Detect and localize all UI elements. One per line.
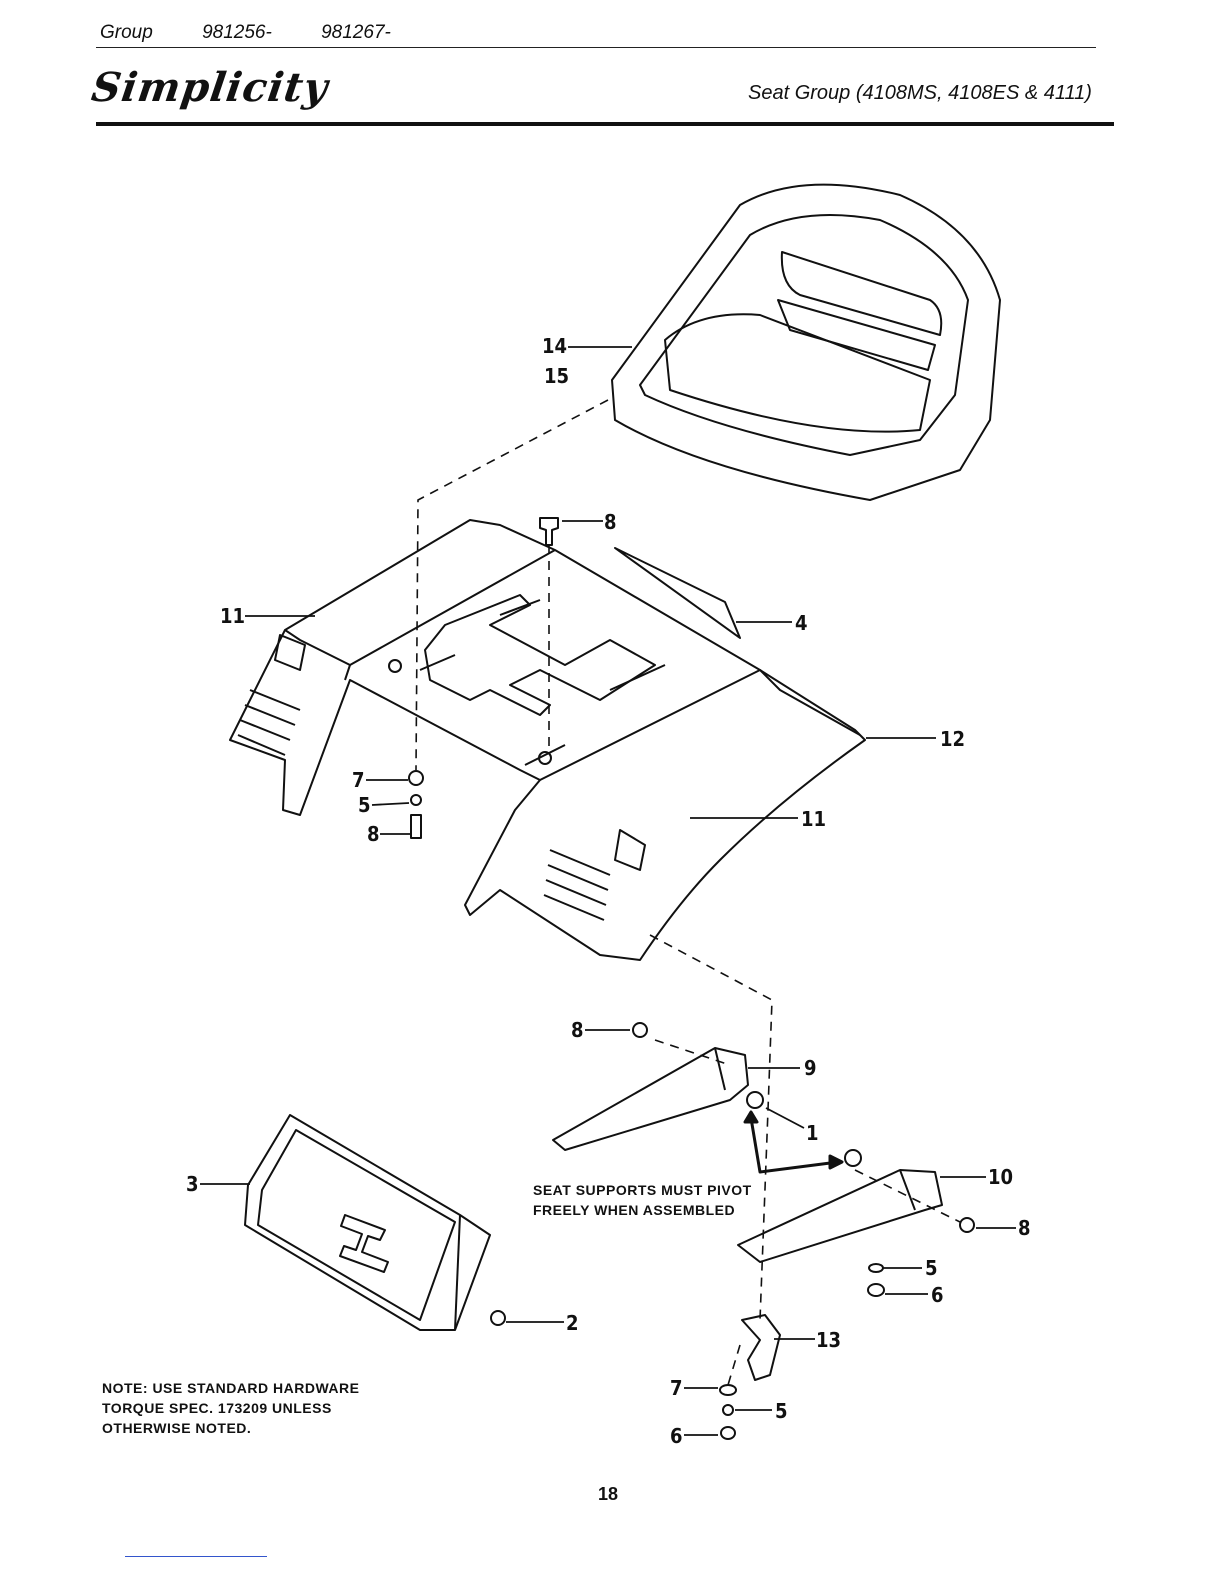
fender-pan-drawing xyxy=(230,520,865,960)
callout-2: 2 xyxy=(566,1311,579,1335)
seat-drawing xyxy=(612,185,1000,500)
callout-14: 14 xyxy=(542,334,567,358)
callout-10: 10 xyxy=(988,1165,1013,1189)
callout-8-support-lower: 8 xyxy=(1018,1216,1031,1240)
callout-8-support: 8 xyxy=(571,1018,584,1042)
callout-9: 9 xyxy=(804,1056,817,1080)
callout-6-bottom: 6 xyxy=(670,1424,683,1448)
callout-5-left: 5 xyxy=(358,793,371,817)
callout-8-top: 8 xyxy=(604,510,617,534)
callout-4: 4 xyxy=(795,611,808,635)
callout-1: 1 xyxy=(806,1121,819,1145)
callout-11-left: 11 xyxy=(220,604,245,628)
callout-5-right: 5 xyxy=(925,1256,938,1280)
callout-3: 3 xyxy=(186,1172,199,1196)
pivot-arrows xyxy=(745,1112,842,1172)
callout-6-right: 6 xyxy=(931,1283,944,1307)
hardware-note-text: NOTE: USE STANDARD HARDWARE TORQUE SPEC.… xyxy=(102,1378,402,1438)
callout-12: 12 xyxy=(940,727,965,751)
bracket-drawing xyxy=(742,1315,780,1380)
emblem-drawing xyxy=(245,1115,490,1330)
callout-8-left: 8 xyxy=(367,822,380,846)
callout-7-bottom: 7 xyxy=(670,1376,683,1400)
page-number: 18 xyxy=(598,1484,618,1505)
callout-7-left: 7 xyxy=(352,768,365,792)
hardware-parts xyxy=(409,518,974,1439)
callout-13: 13 xyxy=(816,1328,841,1352)
seat-support-upper-drawing xyxy=(553,1048,748,1150)
pivot-warning-text: SEAT SUPPORTS MUST PIVOT FREELY WHEN ASS… xyxy=(533,1180,783,1220)
callout-15: 15 xyxy=(544,364,569,388)
callout-5-bottom: 5 xyxy=(775,1399,788,1423)
callout-11-right: 11 xyxy=(801,807,826,831)
footer-link-line xyxy=(125,1556,267,1557)
